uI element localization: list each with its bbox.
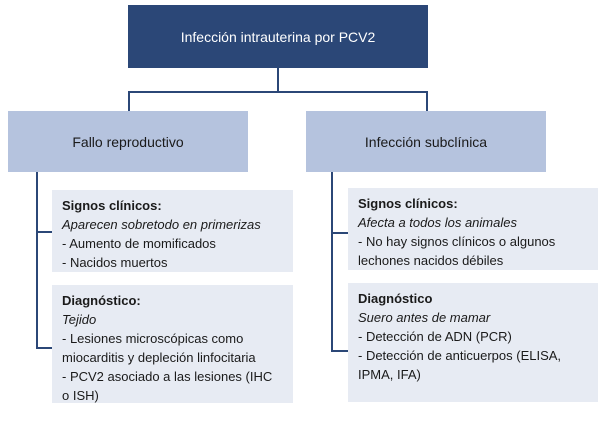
box-item: - Lesiones microscópicas como miocarditi… bbox=[62, 331, 256, 365]
box-item: - PCV2 asociado a las lesiones (IHC o IS… bbox=[62, 369, 273, 403]
box-fallo-signos-clinicos: Signos clínicos: Aparecen sobretodo en p… bbox=[52, 190, 293, 272]
node-fallo-reproductivo: Fallo reproductivo bbox=[8, 111, 248, 172]
box-subclinica-diagnostico: Diagnóstico Suero antes de mamar - Detec… bbox=[348, 283, 598, 402]
connector-fallo-branch-signos bbox=[36, 231, 52, 233]
connector-root-crossbar bbox=[128, 91, 428, 93]
box-item: - Detección de ADN (PCR) bbox=[358, 329, 512, 344]
box-item: - Aumento de momificados bbox=[62, 236, 216, 251]
box-item: - Nacidos muertos bbox=[62, 255, 168, 270]
box-title: Signos clínicos: bbox=[62, 198, 162, 213]
box-fallo-diagnostico: Diagnóstico: Tejido - Lesiones microscóp… bbox=[52, 285, 293, 403]
box-subtitle: Suero antes de mamar bbox=[358, 310, 491, 325]
node-infeccion-subclinica: Infección subclínica bbox=[306, 111, 546, 172]
connector-right-stub bbox=[426, 91, 428, 111]
connector-subclinica-vertical bbox=[331, 172, 333, 352]
box-item: - No hay signos clínicos o algunos lecho… bbox=[358, 234, 556, 268]
node-infeccion-intrauterina: Infección intrauterina por PCV2 bbox=[128, 5, 428, 68]
connector-fallo-vertical bbox=[36, 172, 38, 349]
connector-root-stem bbox=[277, 68, 279, 92]
box-subtitle: Aparecen sobretodo en primerizas bbox=[62, 217, 261, 232]
box-subtitle: Tejido bbox=[62, 312, 97, 327]
box-title: Diagnóstico bbox=[358, 291, 433, 306]
box-title: Diagnóstico: bbox=[62, 293, 141, 308]
connector-left-stub bbox=[128, 91, 130, 111]
box-subclinica-signos-clinicos: Signos clínicos: Afecta a todos los anim… bbox=[348, 188, 598, 270]
box-item: - Detección de anticuerpos (ELISA, IPMA,… bbox=[358, 348, 562, 382]
box-subtitle: Afecta a todos los animales bbox=[358, 215, 517, 230]
connector-subclinica-branch-signos bbox=[331, 232, 348, 234]
connector-subclinica-branch-diagnostico bbox=[331, 350, 348, 352]
connector-fallo-branch-diagnostico bbox=[36, 347, 52, 349]
box-title: Signos clínicos: bbox=[358, 196, 458, 211]
